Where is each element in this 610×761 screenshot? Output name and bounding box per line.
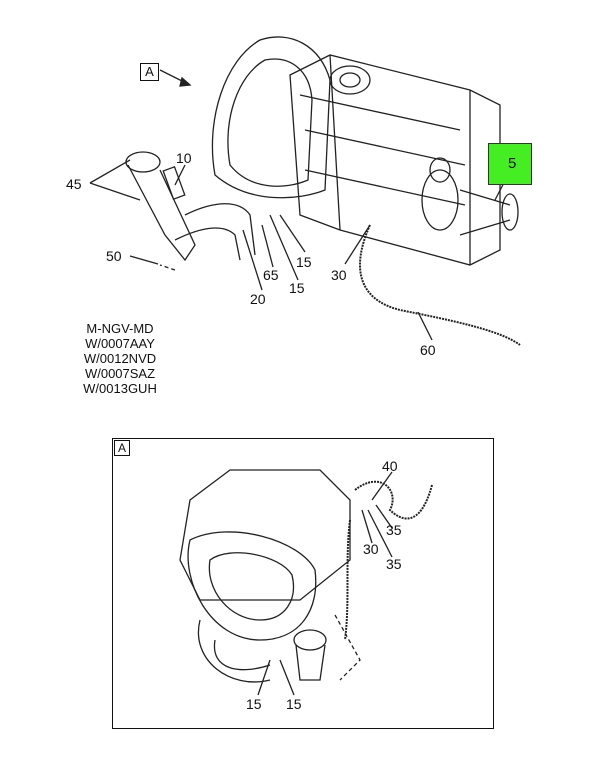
callout-15[interactable]: 15 (296, 254, 312, 270)
callout-50[interactable]: 50 (106, 248, 122, 264)
model-list: M-NGV-MD W/0007AAY W/0012NVD W/0007SAZ W… (70, 321, 170, 396)
callout-30[interactable]: 30 (363, 541, 379, 557)
model-code: W/0013GUH (83, 381, 157, 396)
highlighted-callout-5[interactable]: 5 (488, 143, 532, 185)
model-code: W/0012NVD (83, 351, 157, 366)
model-code: M-NGV-MD (86, 321, 154, 336)
callout-15[interactable]: 15 (289, 280, 305, 296)
callout-5-label: 5 (508, 155, 517, 172)
callout-35[interactable]: 35 (386, 522, 402, 538)
callout-15[interactable]: 15 (286, 696, 302, 712)
callout-40[interactable]: 40 (382, 458, 398, 474)
callout-60[interactable]: 60 (420, 342, 436, 358)
model-code: W/0007SAZ (84, 366, 156, 381)
view-a-marker: A (140, 63, 159, 81)
callout-35[interactable]: 35 (386, 556, 402, 572)
callout-65[interactable]: 65 (263, 267, 279, 283)
callout-30[interactable]: 30 (331, 267, 347, 283)
callout-20[interactable]: 20 (250, 291, 266, 307)
inset-view-a-marker: A (114, 440, 130, 456)
model-code: W/0007AAY (85, 336, 155, 351)
detail-view-a (112, 438, 494, 729)
callout-15[interactable]: 15 (246, 696, 262, 712)
callout-10[interactable]: 10 (176, 150, 192, 166)
callout-45[interactable]: 45 (66, 176, 82, 192)
